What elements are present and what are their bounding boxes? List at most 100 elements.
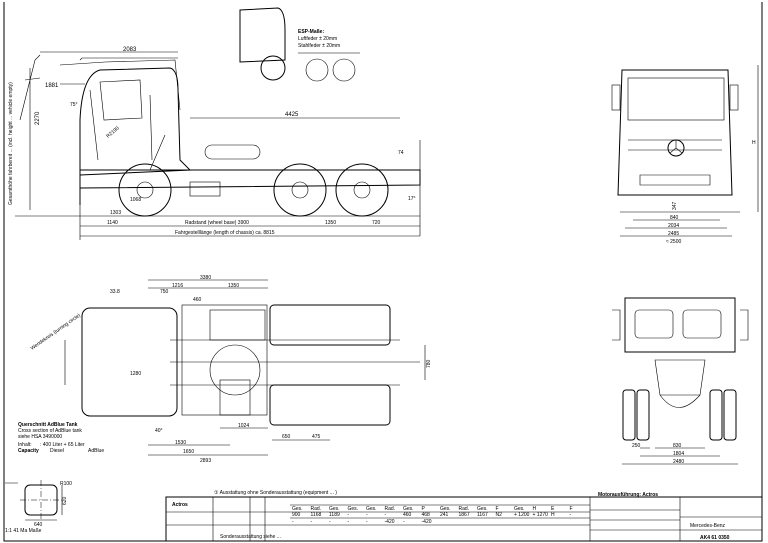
top-view: 3380 1216 1350 460 33.8 750 40° 1280 780… <box>18 275 432 464</box>
title-column-header: F <box>496 506 499 512</box>
dim-tandem: 1350 <box>325 220 336 226</box>
detail-note-2: Luftfeder ± 20mm <box>298 36 337 42</box>
title-value-cell: H <box>551 512 555 518</box>
dim-frame-axle: 4425 <box>285 112 299 118</box>
tank-width: 640 <box>34 522 43 528</box>
title-block: ① Ausstattung ohne Sonderausstattung (eq… <box>165 490 763 542</box>
adblue-capacity-value: : 400 Liter + 65 Liter <box>40 442 85 448</box>
title-column-header: Ges. <box>477 506 488 512</box>
dim-chassis-length: Fahrgestelllänge (length of chassis) ca.… <box>175 230 275 236</box>
title-column-header: F <box>570 506 573 512</box>
dim-track: 2034 <box>668 223 679 229</box>
title-value-cell: 1167 <box>477 512 488 518</box>
title-value-cell: 1867 <box>459 512 470 518</box>
dim-d4: 1024 <box>238 423 249 429</box>
tank-height: 620 <box>62 496 68 505</box>
tank-section: 640 620 R100 1:1 41 Ma Maße <box>5 480 72 534</box>
detail-note-1: ESP-Maße: <box>298 29 324 35</box>
title-column-header: H <box>533 506 537 512</box>
title-row2-cell: - <box>403 519 405 525</box>
title-column-header: Ges. <box>329 506 340 512</box>
adblue-capacity-label: Inhalt: <box>18 442 32 448</box>
dim-rear-d: 2480 <box>673 459 684 465</box>
dim-width: 2485 <box>668 231 679 237</box>
title-row2-cell: - <box>311 519 313 525</box>
dim-rear: 1350 <box>228 283 239 289</box>
title-value-cell: + 1200 <box>514 512 530 518</box>
title-column-header: Ges. <box>348 506 359 512</box>
dim-angle1: 33.8 <box>110 289 120 295</box>
dim-d1: 1530 <box>175 440 186 446</box>
title-column-header: Rad. <box>459 506 470 512</box>
rear-view: 250 830 1804 2480 <box>612 297 749 465</box>
adblue-line3: siehe HSA 3490000 <box>18 434 62 440</box>
dim-front-h: H <box>752 140 756 146</box>
adblue-line1: Querschnitt AdBlue Tank <box>18 422 78 428</box>
dim-frame-right: 780 <box>426 359 432 368</box>
dim-height: 2270 <box>35 111 41 125</box>
dim-wheel-radius: 1068 <box>130 197 141 203</box>
dim-front-ground: 347 <box>672 201 678 210</box>
title-value-cell: 900 <box>292 512 301 518</box>
title-row2-cell: -420 <box>422 519 432 525</box>
dim-total: 3380 <box>200 275 211 281</box>
page-border <box>3 2 763 542</box>
drawing-number: AK4 61 0350 <box>700 535 730 541</box>
dim-rear-a: 250 <box>632 443 641 449</box>
detail-view: ESP-Maße: Luftfeder ± 20mm Stahlfeder ± … <box>239 7 360 82</box>
title-column-header: Ges. <box>292 506 303 512</box>
dim-frame-right: 74 <box>398 150 404 156</box>
title-value-cell: - <box>366 512 368 518</box>
title-model: Actros <box>172 502 188 508</box>
title-value-cell: + 1270 <box>533 512 549 518</box>
dim-cab-length: 2083 <box>123 47 137 53</box>
title-column-header: Rad. <box>311 506 322 512</box>
adblue-diesel: Diesel <box>50 448 64 454</box>
title-column-header: Ges. <box>514 506 525 512</box>
title-value-cell: 460 <box>403 512 412 518</box>
dim-angle3: 40° <box>155 428 163 434</box>
title-column-header: Ges. <box>366 506 377 512</box>
adblue-adblue: AdBlue <box>88 448 104 454</box>
logo-mercedes: Mercedes-Benz <box>690 523 726 529</box>
tank-angle: R100 <box>60 481 72 487</box>
title-value-cell: 241 <box>440 512 449 518</box>
dim-d2: 1650 <box>183 449 194 455</box>
title-column-header: Ges. <box>403 506 414 512</box>
title-header: ① Ausstattung ohne Sonderausstattung (eq… <box>214 490 337 496</box>
title-column-header: E <box>551 506 555 512</box>
title-row2-cell: - <box>329 519 331 525</box>
dim-overhang-top: 1881 <box>45 83 59 89</box>
title-value-cell: 468 <box>422 512 431 518</box>
vertical-height-note: Gesamthöhe fahrbereit ... (incl. height … <box>8 82 14 205</box>
dim-cab-axle: 1303 <box>110 210 121 216</box>
title-row2-cell: -420 <box>385 519 395 525</box>
title-footer: Sonderausstattung siehe ... <box>220 534 281 540</box>
dim-wheelbase: Radstand (wheel base) 3900 <box>185 220 249 226</box>
dim-tilt-radius: R2190 <box>105 125 120 139</box>
detail-note-3: Stahlfeder ± 20mm <box>298 43 340 49</box>
side-view: 2083 1881 2270 4425 R2190 75° 74 17° 106… <box>8 47 421 240</box>
title-row2-cell: - <box>366 519 368 525</box>
title-column-header: Rad. <box>385 506 396 512</box>
dim-angle-rear: 17° <box>408 196 416 202</box>
title-value-cell: N2 <box>496 512 503 518</box>
title-row2-cell: - <box>292 519 294 525</box>
title-value-cell: 1189 <box>329 512 340 518</box>
dim-track-inner: 840 <box>670 215 679 221</box>
dim-rear-b: 830 <box>673 443 682 449</box>
dim-front: 1216 <box>172 283 183 289</box>
drawing-title: Motorausführung: Actros <box>598 492 658 498</box>
dim-overall: ≈ 2500 <box>666 239 681 245</box>
dim-d6: 475 <box>312 434 321 440</box>
dim-front-overhang: 1140 <box>107 220 118 226</box>
title-column-header: Ges. <box>440 506 451 512</box>
title-value-cell: - <box>570 512 572 518</box>
turning-circle-label: Wendekreis (turning circle) <box>30 312 82 351</box>
title-value-cell: - <box>348 512 350 518</box>
dim-d3: 2893 <box>200 458 211 464</box>
dim-angle2: 750 <box>160 289 169 295</box>
dim-frame-width: 1280 <box>130 371 141 377</box>
dim-d5: 650 <box>282 434 291 440</box>
